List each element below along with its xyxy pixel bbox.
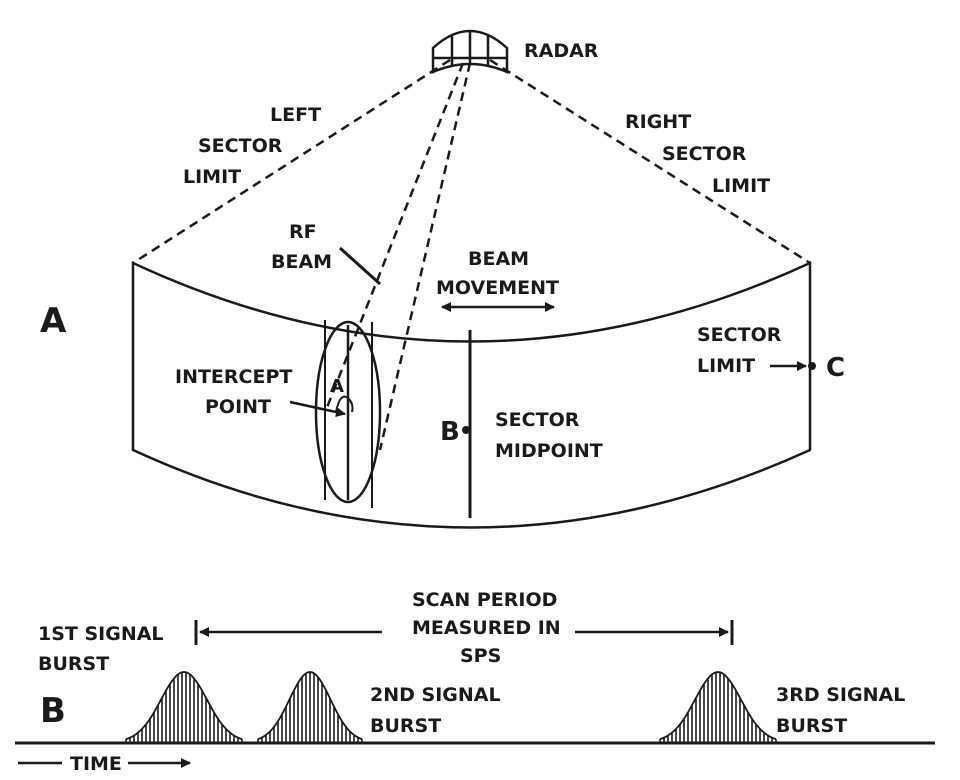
radar-label: RADAR <box>524 40 599 62</box>
signal-burst-1 <box>125 671 243 742</box>
intercept-point-arrow <box>289 400 346 417</box>
right-sector-limit-label-3: LIMIT <box>712 175 770 197</box>
right-sector-limit-line <box>489 58 811 265</box>
panel-a-letter: A <box>40 301 67 341</box>
burst-1-label-2: BURST <box>38 653 109 675</box>
left-sector-limit-label-2: SECTOR <box>198 135 283 157</box>
panel-b-letter: B <box>40 691 66 731</box>
rf-beam-line-right <box>378 62 472 451</box>
beam-movement-label-1: BEAM <box>468 248 529 270</box>
sector-midpoint-label-2: MIDPOINT <box>495 440 603 462</box>
point-b-label: B <box>440 417 460 447</box>
scan-period-label-3: SPS <box>460 645 501 667</box>
panel-a-labels: A RADAR LEFT SECTOR LIMIT RIGHT SECTOR L… <box>40 40 845 462</box>
left-sector-limit-label-3: LIMIT <box>183 166 241 188</box>
rf-beam-line-left <box>324 62 465 411</box>
burst-2-label-2: BURST <box>370 715 441 737</box>
signal-burst-3 <box>659 671 777 742</box>
time-label: TIME <box>70 753 122 775</box>
scan-period-label-2: MEASURED IN <box>412 617 561 639</box>
beam-movement-label-2: MOVEMENT <box>436 277 559 299</box>
rf-beam-label-2: BEAM <box>271 251 332 273</box>
point-a-label: A <box>330 376 344 397</box>
sector-limit-label-2: LIMIT <box>697 355 755 377</box>
burst-outline <box>257 671 363 740</box>
right-sector-limit-label-2: SECTOR <box>662 143 747 165</box>
panel-a <box>131 29 816 529</box>
rf-beam-label-1: RF <box>289 221 317 243</box>
scan-period-label-1: SCAN PERIOD <box>412 589 557 611</box>
sector-band <box>131 261 812 529</box>
radar-antenna-icon <box>431 29 509 74</box>
right-sector-limit-label-1: RIGHT <box>625 111 691 133</box>
left-sector-limit-label-1: LEFT <box>270 104 321 126</box>
burst-1-label-1: 1ST SIGNAL <box>38 623 164 645</box>
left-sector-limit-line <box>132 58 451 265</box>
sector-midpoint-label-1: SECTOR <box>495 409 580 431</box>
point-c-label: C <box>826 353 845 383</box>
burst-outline <box>659 671 777 740</box>
burst-outline <box>125 671 243 740</box>
panel-b <box>15 620 935 768</box>
burst-3-label-2: BURST <box>776 715 847 737</box>
point-b-dot <box>462 426 470 434</box>
intercept-mark <box>335 395 354 413</box>
intercept-point-label-2: POINT <box>205 396 271 418</box>
intercept-point-label-1: INTERCEPT <box>175 366 292 388</box>
sector-limit-label-1: SECTOR <box>697 324 782 346</box>
beam-footprint <box>314 320 382 504</box>
rf-beam-callout <box>338 246 382 286</box>
burst-3-label-1: 3RD SIGNAL <box>776 684 905 706</box>
point-c-dot <box>808 362 816 370</box>
burst-2-label-1: 2ND SIGNAL <box>370 684 501 706</box>
signal-burst-2 <box>257 671 363 742</box>
panel-b-labels: B SCAN PERIOD MEASURED IN SPS 1ST SIGNAL… <box>38 589 905 775</box>
